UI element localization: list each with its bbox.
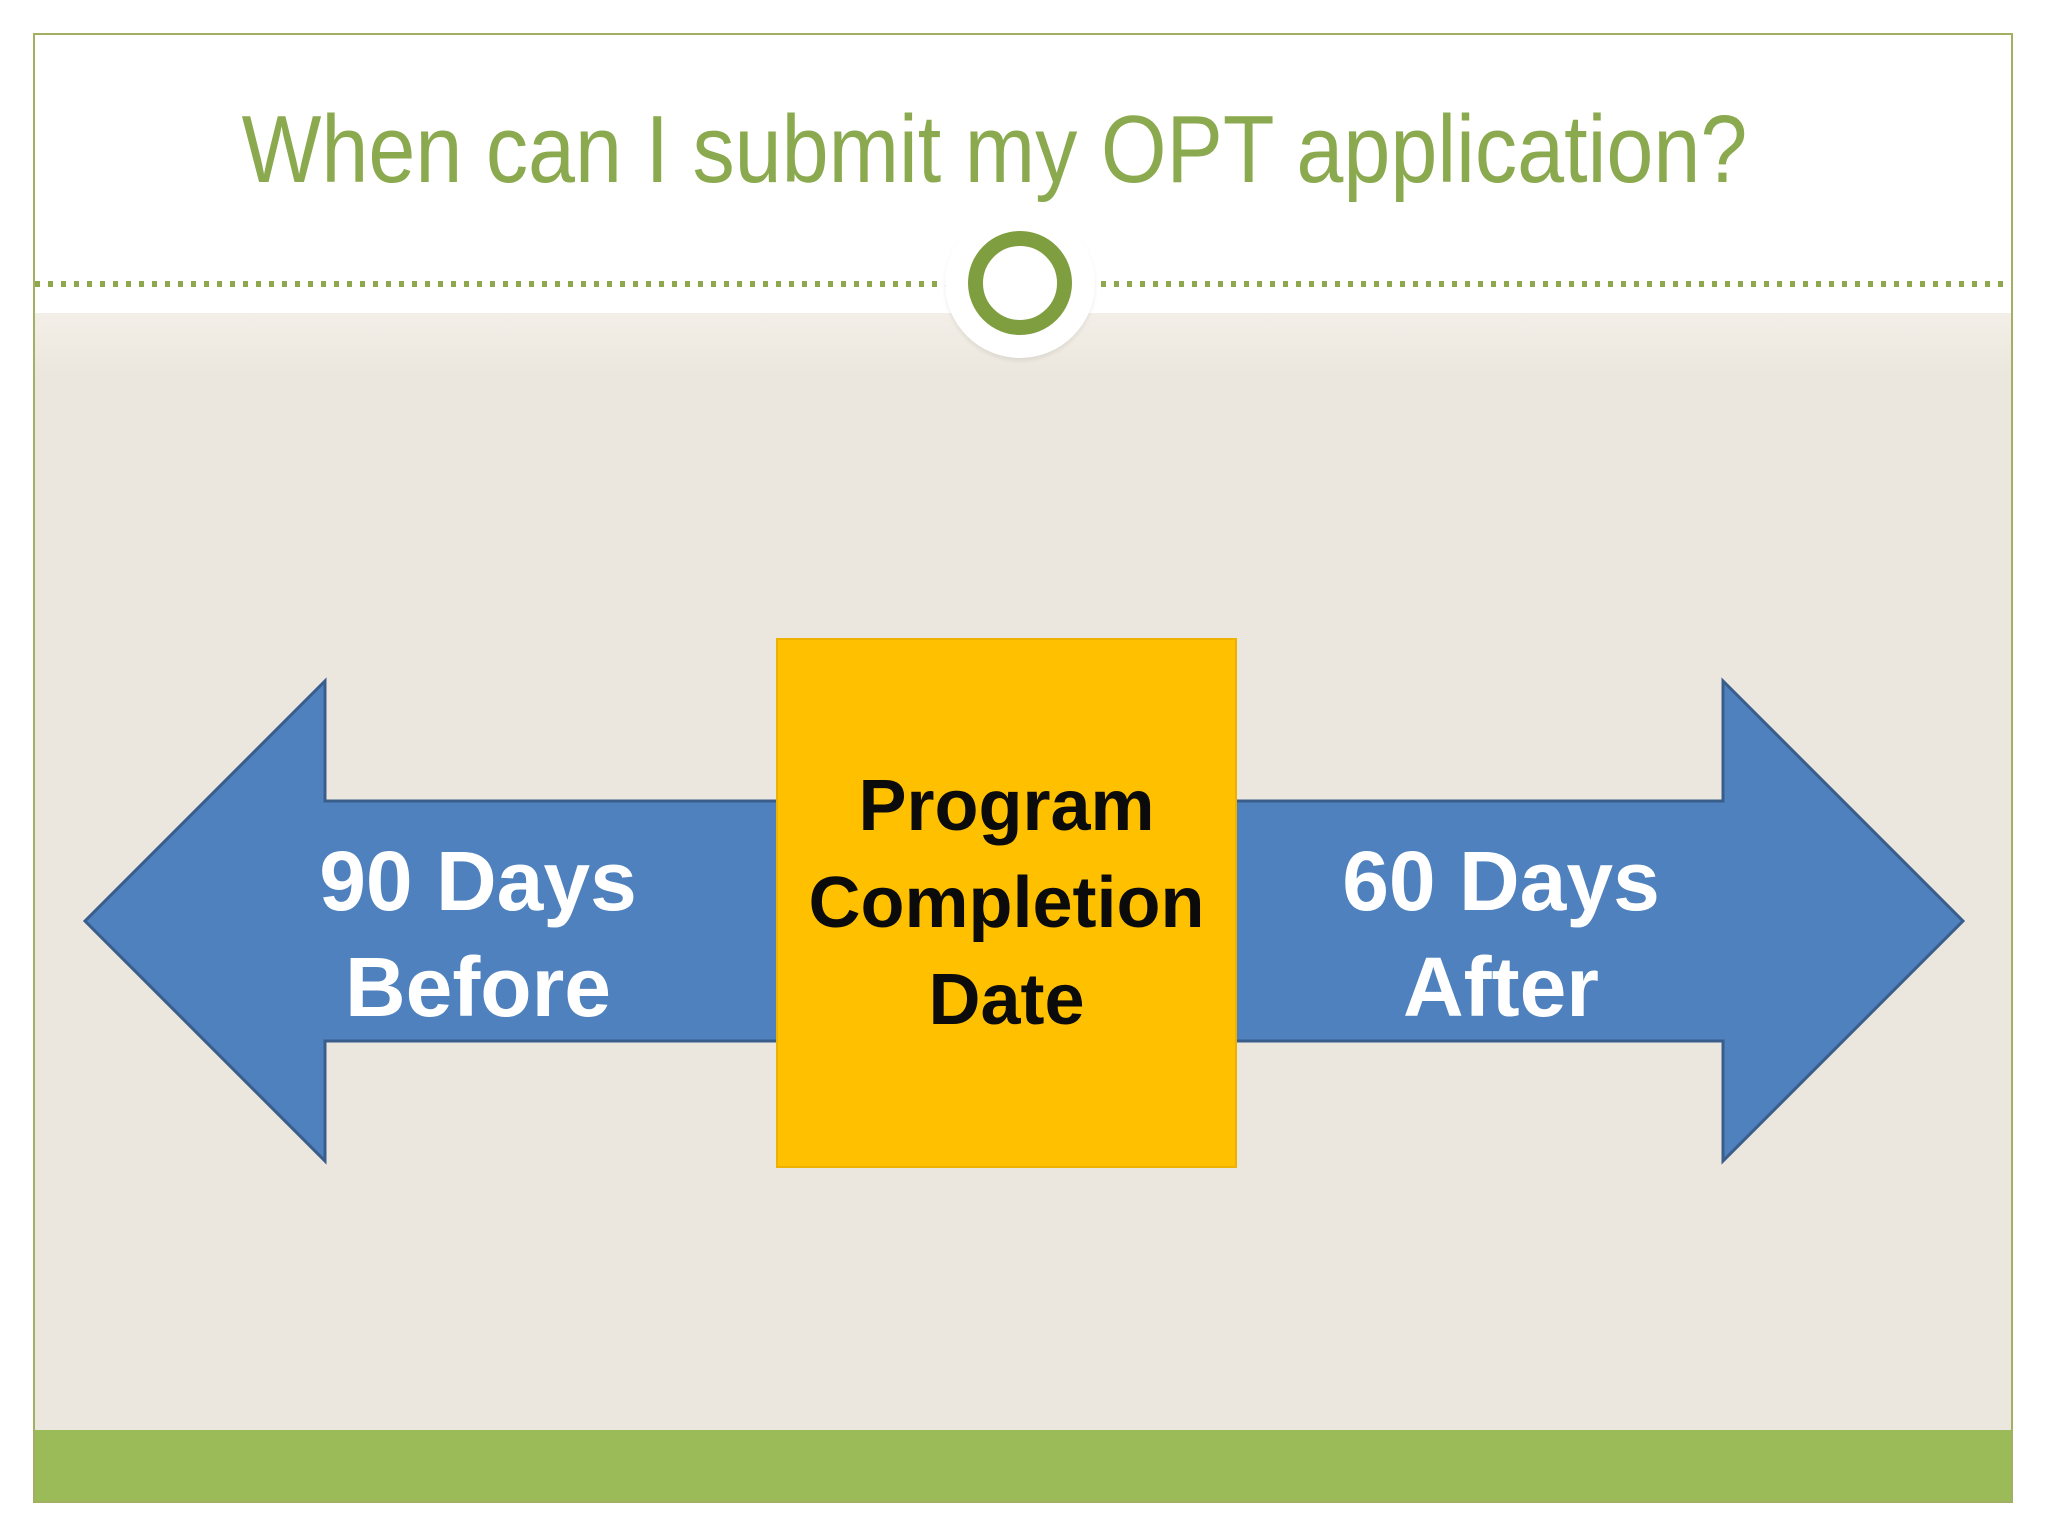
right-arrow-label-line2: After	[1402, 940, 1599, 1034]
left-arrow-label-line2: Before	[344, 940, 612, 1034]
left-arrow-label: 90 Days Before	[228, 828, 728, 1040]
program-completion-box: Program Completion Date	[776, 638, 1237, 1168]
footer-accent-bar	[35, 1430, 2013, 1502]
right-arrow-label-line1: 60 Days	[1342, 834, 1660, 928]
right-arrow-label: 60 Days After	[1251, 828, 1751, 1040]
program-box-line2: Completion	[808, 862, 1205, 943]
slide-title: When can I submit my OPT application?	[35, 98, 2013, 202]
slide-title-text: When can I submit my OPT application?	[241, 96, 1747, 203]
program-box-line3: Date	[928, 959, 1085, 1040]
program-box-line1: Program	[858, 765, 1155, 846]
left-arrow-label-line1: 90 Days	[319, 834, 637, 928]
